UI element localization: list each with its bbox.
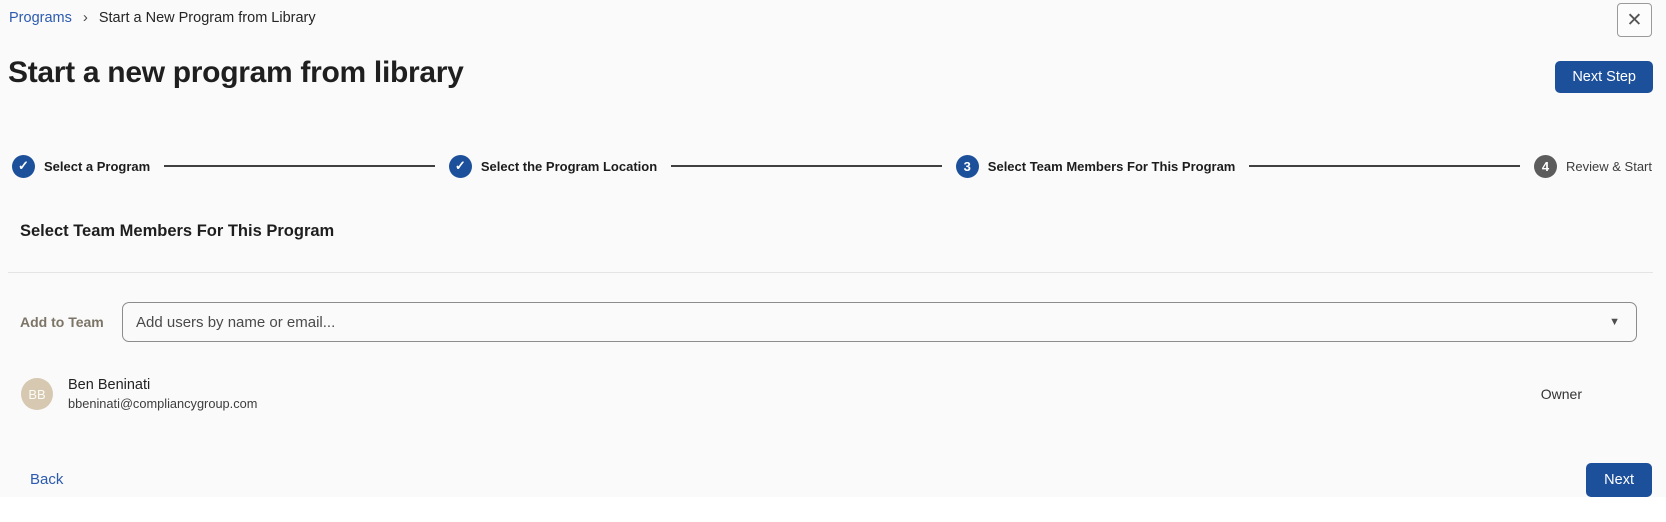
step-connector [164,165,435,167]
user-role: Owner [1540,386,1582,402]
page-title: Start a new program from library [8,56,464,89]
step-label: Review & Start [1566,158,1652,174]
step-select-program-location[interactable]: ✓ Select the Program Location [448,154,658,178]
step-review-and-start[interactable]: 4 Review & Start [1534,154,1652,178]
breadcrumb-link-programs[interactable]: Programs [9,10,72,26]
add-to-team-label: Add to Team [20,314,104,330]
wizard-stepper: ✓ Select a Program ✓ Select the Program … [12,144,1652,188]
step-number-badge: 3 [955,154,979,178]
step-label: Select a Program [44,158,151,174]
breadcrumb-current: Start a New Program from Library [98,10,316,26]
add-users-select[interactable]: Add users by name or email... ▼ [122,302,1637,342]
dropdown-arrow-icon: ▼ [1609,316,1620,328]
user-name: Ben Beninati [68,377,151,393]
back-link[interactable]: Back [30,471,64,488]
check-icon: ✓ [448,154,472,178]
next-button[interactable]: Next [1586,463,1652,497]
chevron-right-icon: › [82,8,88,26]
step-label: Select the Program Location [480,158,658,174]
user-text: Ben Beninati bbeninati@compliancygroup.c… [68,377,257,411]
start-program-wizard: Programs › Start a New Program from Libr… [8,3,1653,497]
team-member-row: BB Ben Beninati bbeninati@compliancygrou… [21,377,1582,411]
step-connector [1249,165,1521,167]
next-step-button[interactable]: Next Step [1555,61,1653,93]
user-email: bbeninati@compliancygroup.com [68,396,258,411]
step-number-badge: 4 [1534,154,1558,178]
breadcrumb: Programs › Start a New Program from Libr… [9,8,316,27]
close-button[interactable]: ✕ [1617,3,1652,37]
step-select-a-program[interactable]: ✓ Select a Program [12,154,151,178]
add-to-team-row: Add to Team Add users by name or email..… [20,302,1637,342]
divider [8,272,1653,273]
step-label: Select Team Members For This Program [987,158,1236,174]
page-background [0,497,1666,522]
step-select-team-members[interactable]: 3 Select Team Members For This Program [955,154,1236,178]
avatar: BB [21,378,53,410]
add-users-placeholder: Add users by name or email... [136,313,336,331]
section-heading: Select Team Members For This Program [20,222,335,240]
check-icon: ✓ [12,154,35,178]
close-icon: ✕ [1626,9,1643,31]
step-connector [671,165,942,167]
